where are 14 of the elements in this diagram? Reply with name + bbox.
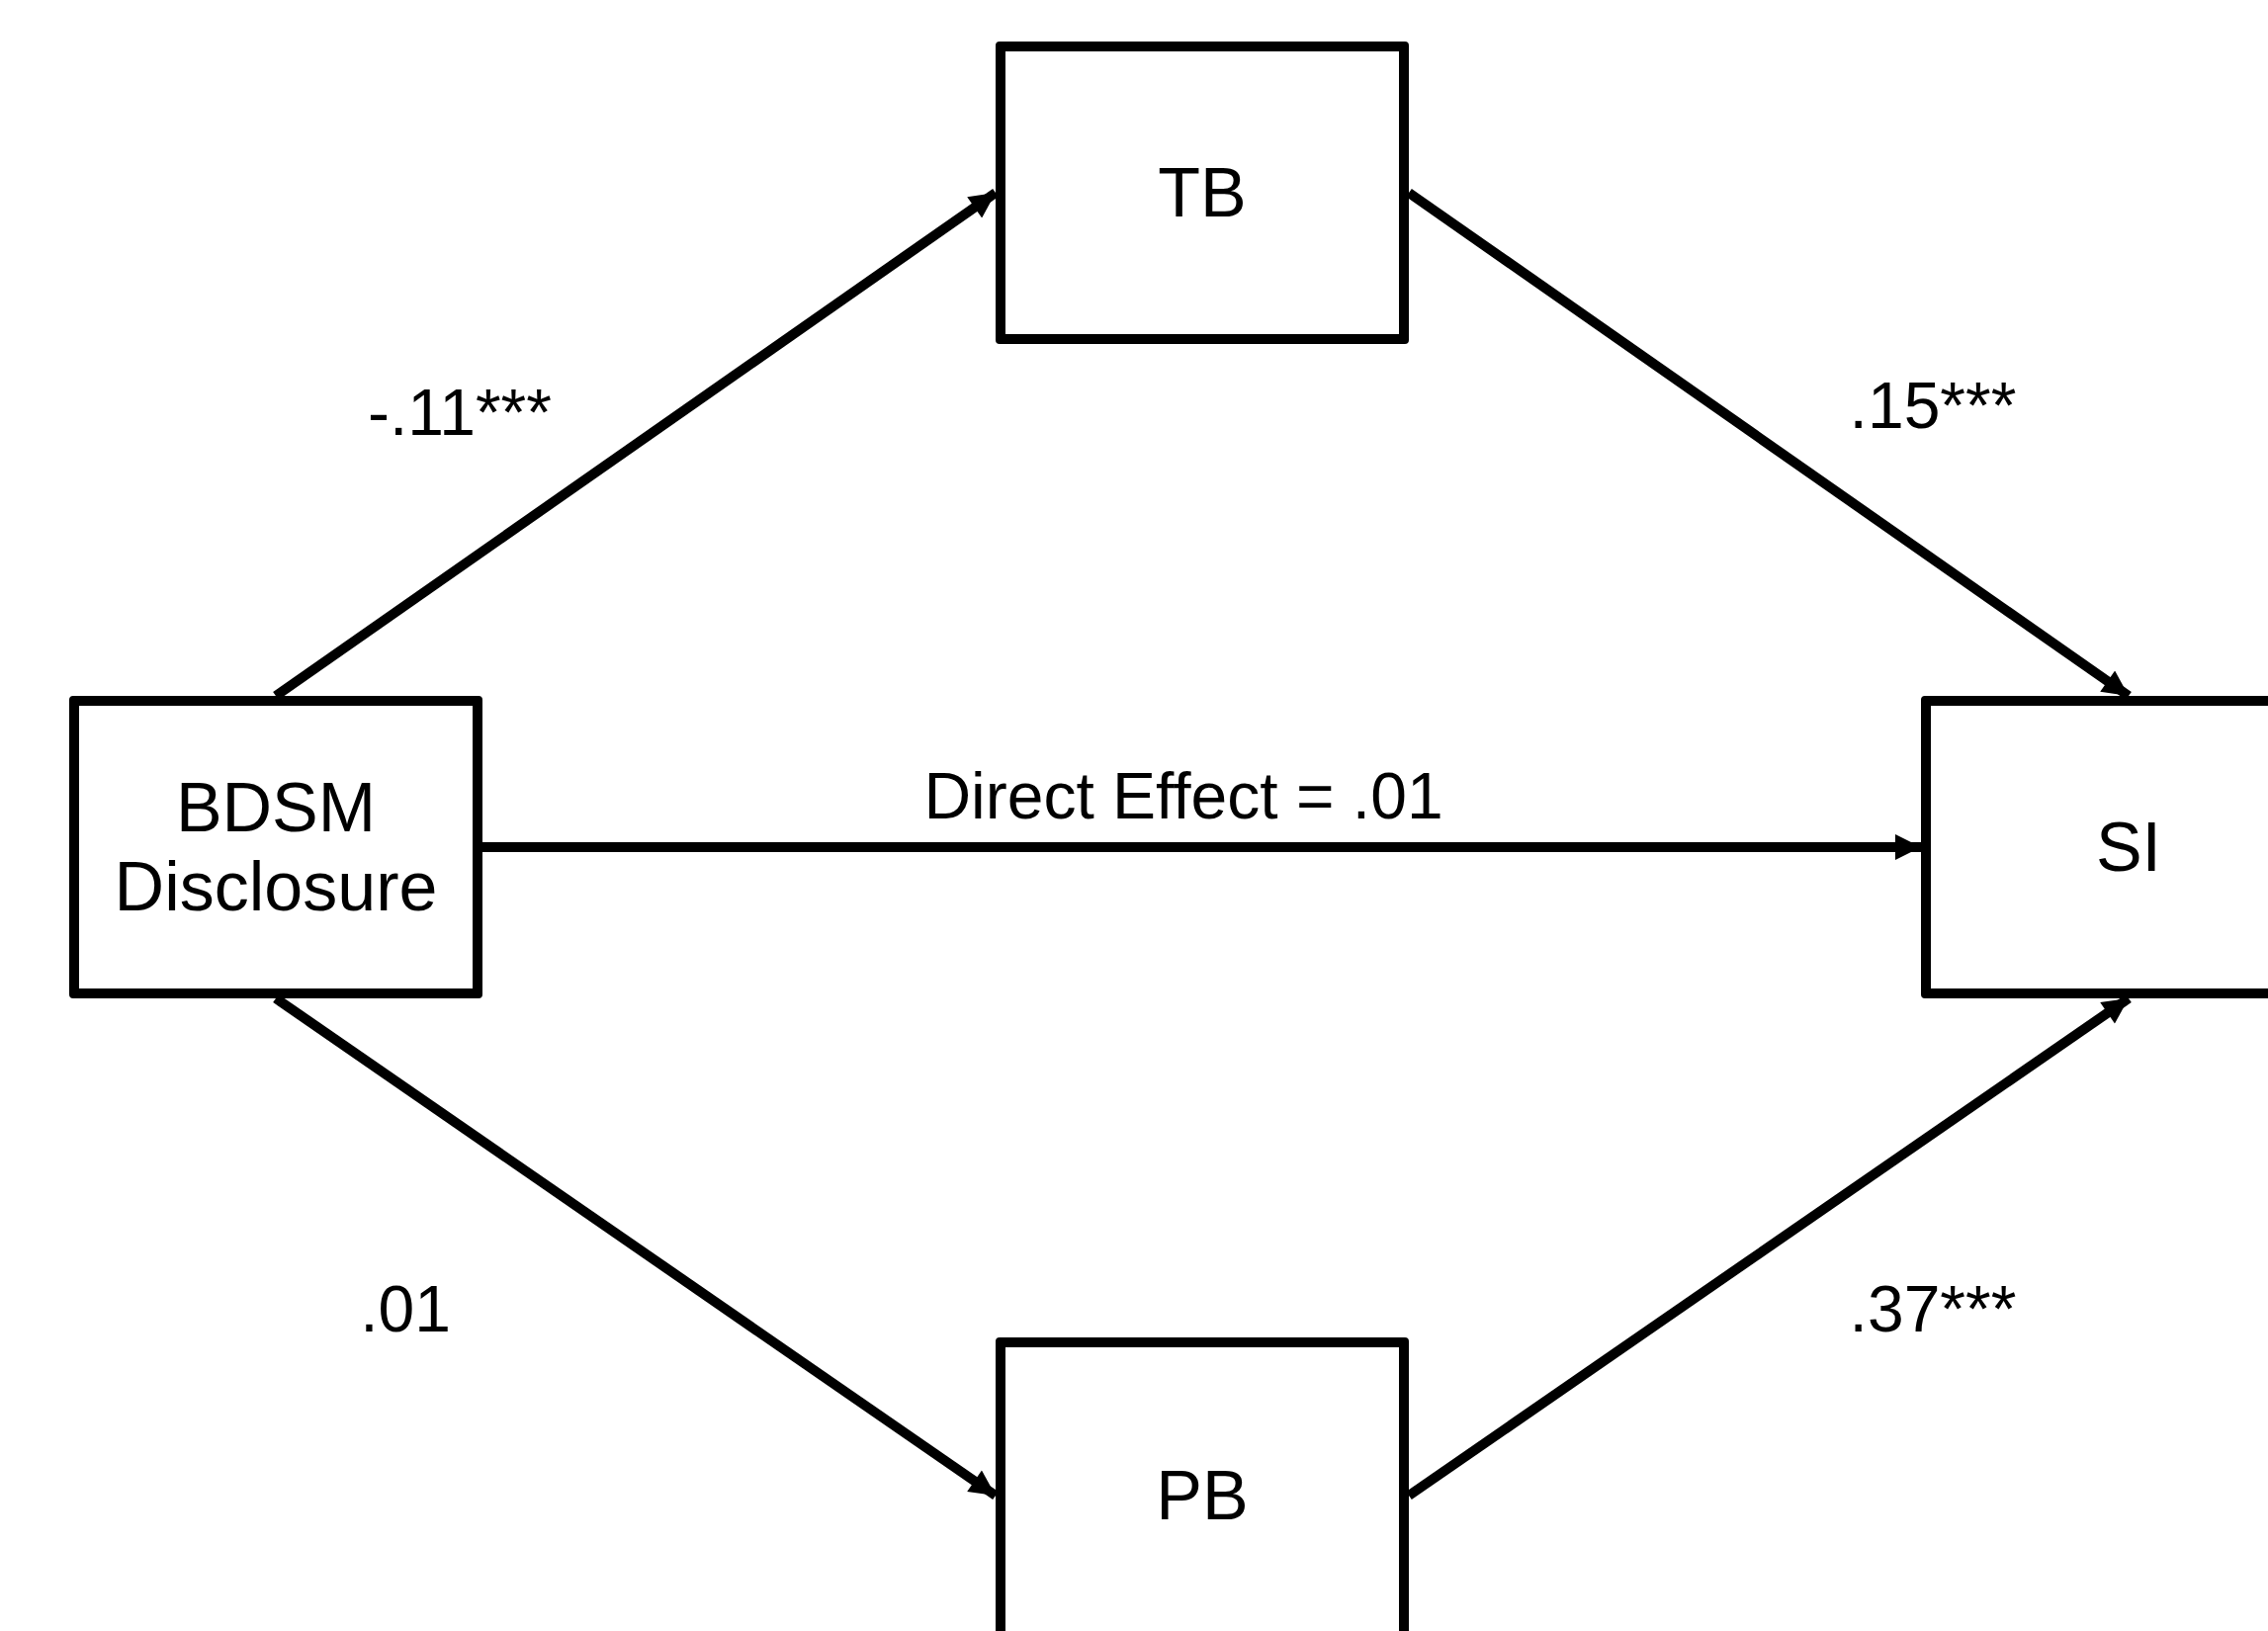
node-label: BDSM Disclosure xyxy=(113,767,439,927)
node-label: PB xyxy=(1156,1455,1249,1536)
path-coefficient: -.11*** xyxy=(368,375,552,450)
path-coefficient: .01 xyxy=(360,1271,451,1346)
variable-box xyxy=(69,696,482,998)
arrow xyxy=(482,834,1921,860)
path-coefficient: .15*** xyxy=(1849,368,2017,443)
path-coefficient: Direct Effect = .01 xyxy=(923,758,1443,833)
variable-box xyxy=(996,42,1409,344)
node-label: TB xyxy=(1158,152,1247,233)
variable-box xyxy=(996,1337,1409,1631)
path-coefficient: .37*** xyxy=(1849,1271,2017,1346)
variable-box xyxy=(1921,696,2268,998)
node-label: SI xyxy=(2095,807,2162,888)
